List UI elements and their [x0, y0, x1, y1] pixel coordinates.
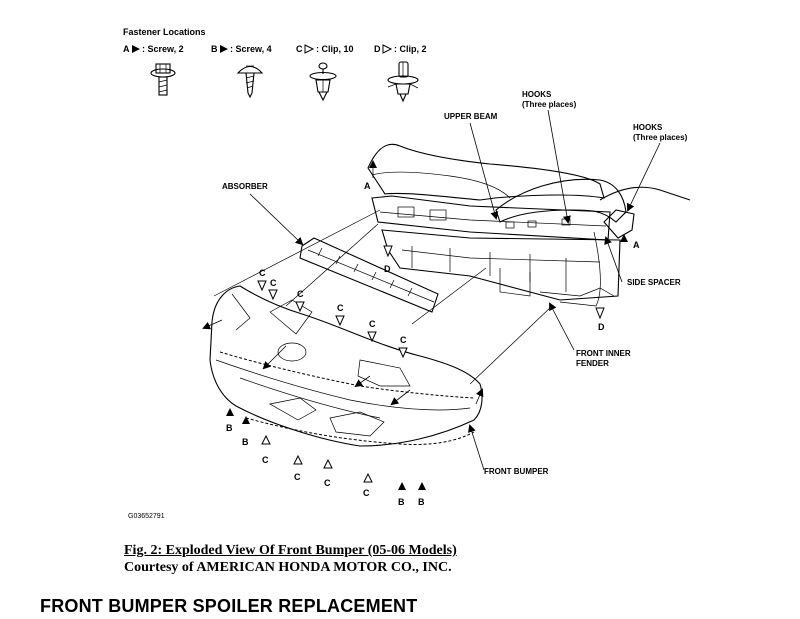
fender-arch: [495, 178, 691, 307]
svg-text:: Clip, 2: : Clip, 2: [394, 44, 427, 54]
marker-c: C: [257, 268, 267, 292]
svg-text:C: C: [294, 472, 301, 482]
marker-c: C: [268, 278, 278, 301]
svg-text:C: C: [270, 278, 277, 288]
label-hooks-2: HOOKS: [633, 123, 663, 132]
svg-text:: Screw, 4: : Screw, 4: [230, 44, 272, 54]
svg-text:C: C: [297, 289, 304, 299]
svg-text:A: A: [364, 181, 371, 191]
svg-text:C: C: [262, 455, 269, 465]
svg-text:B: B: [418, 497, 425, 507]
marker-c: C: [367, 319, 377, 343]
marker-c: C: [293, 454, 303, 482]
svg-text:D: D: [384, 264, 391, 274]
svg-text:B: B: [398, 497, 405, 507]
upper-beam-assembly: [367, 143, 621, 301]
trim-clip-icon: [387, 61, 419, 103]
fastener-markers-b-lower: B B B B: [226, 408, 426, 507]
svg-text:C: C: [337, 303, 344, 313]
marker-b: B: [226, 408, 234, 433]
svg-text:C: C: [363, 488, 370, 498]
marker-b: B: [242, 416, 250, 447]
front-bumper: [209, 285, 483, 447]
label-side-spacer: SIDE SPACER: [627, 278, 681, 287]
svg-text:A: A: [123, 44, 130, 54]
absorber: [299, 237, 439, 313]
label-upper-beam: UPPER BEAM: [444, 112, 498, 121]
svg-text:B: B: [242, 437, 249, 447]
solid-arrow-icon: [132, 45, 140, 53]
legend-item-b: B : Screw, 4: [211, 44, 272, 99]
svg-text:A: A: [633, 240, 640, 250]
marker-c: C: [295, 289, 305, 313]
label-hooks-2-sub: (Three places): [633, 133, 688, 142]
marker-c: C: [398, 335, 408, 359]
svg-text:B: B: [226, 423, 233, 433]
svg-text:C: C: [296, 44, 303, 54]
fastener-marker-a-side: A: [620, 234, 640, 250]
fastener-marker-d-2: D: [595, 307, 605, 332]
fastener-marker-d-1: D: [383, 245, 393, 274]
leader-lines: [249, 109, 661, 471]
legend-item-d: D : Clip, 2: [374, 44, 427, 103]
figure-title: Fig. 2: Exploded View Of Front Bumper (0…: [124, 543, 457, 558]
flange-screw-icon: [150, 63, 176, 96]
solid-arrow-icon: [220, 45, 228, 53]
marker-c: C: [323, 458, 333, 488]
fastener-legend: Fastener Locations A : Screw, 2 B : Scre…: [123, 27, 427, 103]
push-clip-icon: [309, 62, 337, 102]
direction-arrows: [202, 319, 484, 406]
label-absorber: ABSORBER: [222, 182, 268, 191]
svg-text:D: D: [598, 322, 605, 332]
alignment-lines: [213, 209, 553, 385]
svg-text:C: C: [259, 268, 266, 278]
marker-b: B: [398, 482, 406, 507]
svg-text:C: C: [400, 335, 407, 345]
label-front-bumper: FRONT BUMPER: [484, 467, 549, 476]
figure-caption: Fig. 2: Exploded View Of Front Bumper (0…: [124, 542, 457, 576]
hollow-arrow-icon: [304, 44, 315, 54]
marker-c: C: [335, 303, 345, 327]
marker-c: C: [363, 472, 373, 498]
hollow-arrow-icon: [382, 44, 393, 54]
fastener-markers-c-upper: C C C C C C: [257, 268, 408, 359]
marker-b: B: [418, 482, 426, 507]
svg-text:B: B: [211, 44, 218, 54]
legend-item-a: A : Screw, 2: [123, 44, 184, 96]
svg-text:C: C: [324, 478, 331, 488]
legend-heading: Fastener Locations: [123, 27, 206, 37]
courtesy-line: Courtesy of AMERICAN HONDA MOTOR CO., IN…: [124, 560, 452, 575]
svg-text:: Clip, 10: : Clip, 10: [316, 44, 354, 54]
label-front-inner-fender-1: FRONT INNER: [576, 349, 631, 358]
label-hooks-1-sub: (Three places): [522, 100, 577, 109]
svg-text:: Screw, 2: : Screw, 2: [142, 44, 184, 54]
svg-text:C: C: [369, 319, 376, 329]
marker-c: C: [261, 434, 271, 465]
pan-screw-icon: [236, 65, 264, 99]
fastener-marker-a-upper: A: [364, 160, 377, 191]
label-front-inner-fender-2: FENDER: [576, 359, 609, 368]
svg-text:D: D: [374, 44, 381, 54]
legend-item-c: C : Clip, 10: [296, 44, 354, 102]
section-heading: FRONT BUMPER SPOILER REPLACEMENT: [40, 596, 418, 616]
fastener-markers-c-lower: C C C C: [261, 434, 373, 498]
image-code: G03652791: [128, 513, 165, 520]
label-hooks-1: HOOKS: [522, 90, 552, 99]
